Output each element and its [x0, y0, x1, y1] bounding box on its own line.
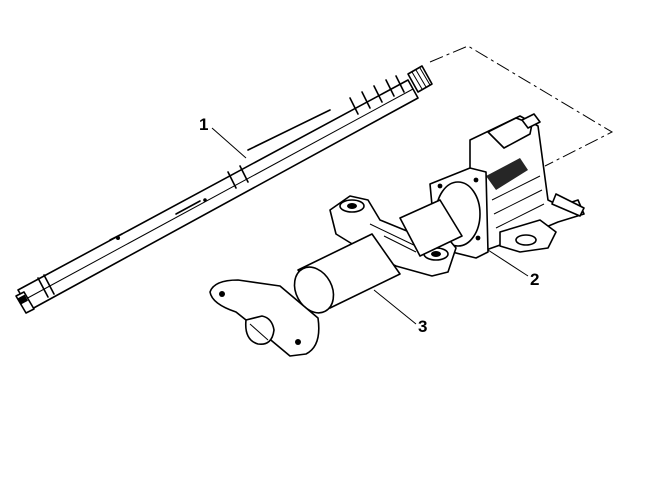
callout-3-label: 3	[418, 317, 427, 336]
assembly-centerline	[429, 45, 614, 167]
callout-2: 2	[487, 249, 539, 289]
steering-shaft	[15, 65, 433, 314]
callout-3: 3	[373, 289, 427, 336]
callout-2-label: 2	[530, 270, 539, 289]
column-jacket	[209, 195, 463, 357]
callout-1-label: 1	[199, 115, 208, 134]
callout-1: 1	[199, 115, 247, 159]
